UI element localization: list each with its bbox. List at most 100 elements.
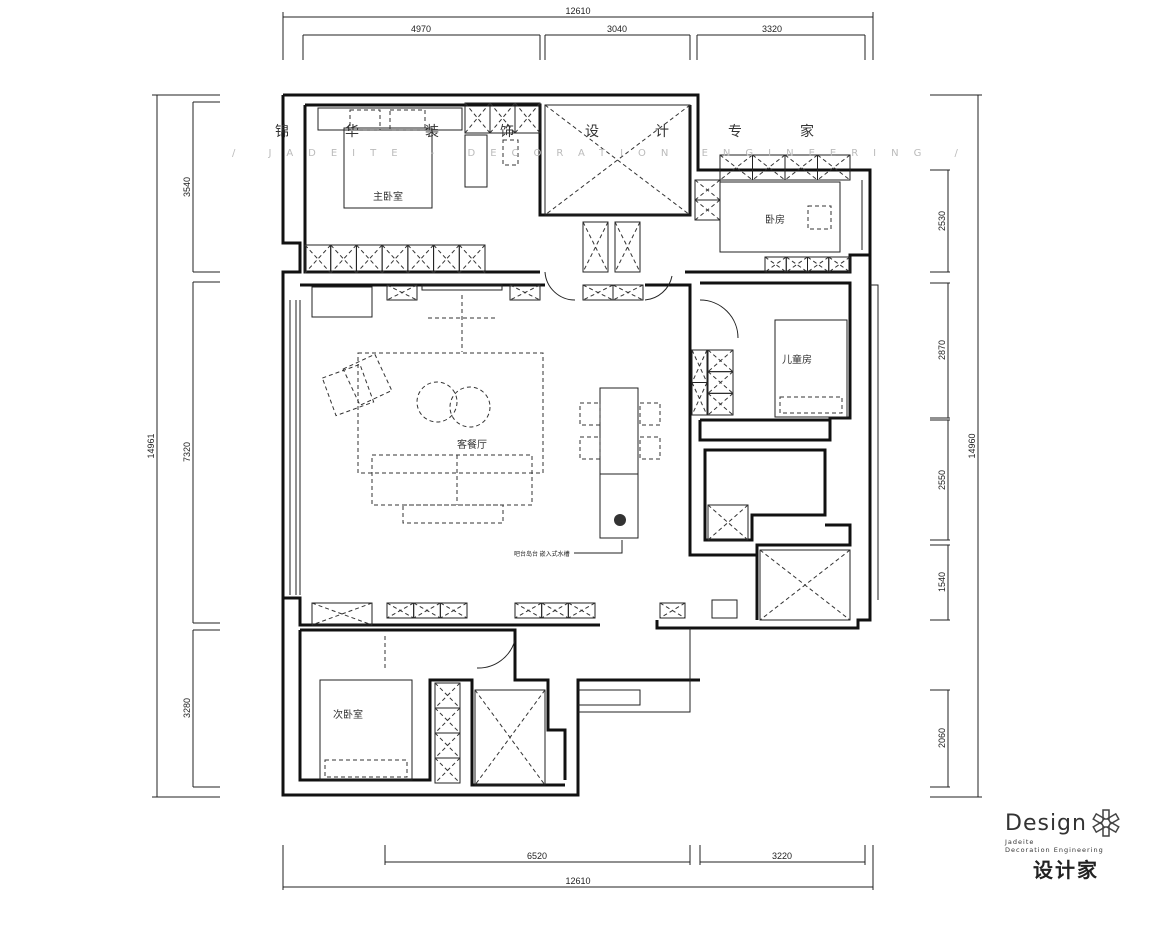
- cabinet-cross: [474, 689, 546, 786]
- cabinet-box: [707, 504, 749, 541]
- dim-right-total: 14960: [967, 433, 977, 458]
- dim-left-2: 7320: [182, 442, 192, 462]
- cabinet-box: [691, 382, 708, 416]
- dim-right-4: 1540: [937, 572, 947, 592]
- cabinet-box: [330, 244, 357, 274]
- cabinet-cross: [707, 504, 749, 541]
- cabinet-box: [759, 549, 851, 621]
- cabinet-cross: [544, 104, 691, 216]
- walls: [281, 93, 879, 797]
- cabinet-cross: [330, 244, 357, 274]
- master-bed: [343, 127, 433, 209]
- dim-bottom-1: 6520: [527, 851, 547, 861]
- cabinet-box: [439, 602, 468, 619]
- room-bedroom: 卧房: [765, 213, 785, 226]
- cabinet-cross: [509, 284, 541, 301]
- cabinet-box: [544, 104, 691, 216]
- cabinet-cross: [691, 349, 708, 383]
- logo-chinese: 设计家: [1033, 858, 1099, 882]
- cabinet-cross: [785, 256, 808, 273]
- dim-left-total: 14961: [146, 433, 156, 458]
- watermark-english: / JADEITE - DECORATION ENGINEERING /: [232, 148, 973, 159]
- cabinet-box: [828, 256, 851, 273]
- logo-word: Design: [1005, 810, 1087, 836]
- cabinet-cross: [759, 549, 851, 621]
- dim-right-1: 2530: [937, 211, 947, 231]
- watermark-char: 家: [800, 123, 814, 140]
- cabinet-cross: [458, 244, 486, 274]
- cabinet-cross: [514, 602, 542, 619]
- cabinet-box: [355, 244, 383, 274]
- cabinet-cross: [407, 244, 434, 274]
- dim-top-2: 3040: [607, 24, 627, 34]
- cabinet-cross: [694, 199, 721, 221]
- watermark-char: 计: [655, 124, 669, 140]
- dim-left-1: 3540: [182, 177, 192, 197]
- cabinet-box: [464, 102, 491, 134]
- dim-right-5: 2060: [937, 728, 947, 748]
- logo: Design Jadeite Decoration Engineering 设计…: [1005, 808, 1130, 883]
- logo-line2: Decoration Engineering: [1005, 846, 1104, 854]
- watermark-char: 华: [345, 124, 359, 140]
- cabinet-box: [458, 244, 486, 274]
- cabinet-cross: [464, 102, 491, 134]
- cabinet-box: [407, 244, 435, 274]
- furniture: [311, 107, 848, 781]
- cabinet-cross: [440, 602, 468, 619]
- cabinet-cross: [659, 602, 686, 619]
- cabinet-cross: [434, 732, 461, 759]
- dim-right-2: 2870: [937, 340, 947, 360]
- dim-left-3: 3280: [182, 698, 192, 718]
- cabinet-cross: [356, 244, 383, 274]
- cabinet-cross: [764, 256, 787, 273]
- dim-top-1: 4970: [411, 24, 431, 34]
- logo-line1: Jadeite: [1005, 838, 1035, 846]
- dim-bottom-total: 12610: [565, 876, 590, 886]
- cabinet-box: [311, 602, 373, 626]
- cabinet-cross: [582, 221, 609, 273]
- dim-top-3: 3320: [762, 24, 782, 34]
- rug: [357, 352, 544, 474]
- room-second-bedroom: 次卧室: [333, 708, 363, 721]
- watermark-char: 饰: [500, 124, 514, 140]
- watermark-char: 装: [425, 124, 439, 140]
- cabinet-cross: [434, 682, 461, 709]
- cabinet-cross: [614, 221, 641, 273]
- cabinet-cross: [311, 602, 373, 626]
- cabinet-cross: [386, 284, 418, 301]
- island-annotation: 吧台岛台 嵌入式水槽: [514, 550, 570, 558]
- watermark-char: 锦: [275, 123, 289, 140]
- cabinet-cross: [434, 757, 461, 784]
- cabinet-box: [434, 757, 461, 784]
- cabinet-cross: [434, 707, 461, 734]
- cabinet-box: [567, 602, 596, 619]
- cabinet-cross: [807, 256, 830, 273]
- cabinet-box: [514, 102, 541, 134]
- cabinet-cross: [694, 179, 721, 201]
- dim-top-total: 12610: [565, 6, 590, 16]
- cabinet-box: [612, 284, 644, 301]
- cabinet-cross: [691, 382, 708, 416]
- dimension-lines: [152, 12, 982, 890]
- cabinet-cross: [541, 602, 569, 619]
- sofa: [371, 454, 533, 506]
- cabinet-box: [386, 284, 418, 301]
- cabinet-cross: [433, 244, 460, 274]
- second-bed: [319, 679, 413, 781]
- snowflake-logo-icon: [1092, 809, 1120, 837]
- watermark-char: 专: [728, 124, 742, 140]
- cabinet-cross: [828, 256, 851, 273]
- cabinet-box: [659, 602, 686, 619]
- cabinet-cross: [707, 349, 734, 373]
- cabinet-cross: [514, 102, 541, 134]
- cabinet-cross: [707, 371, 734, 394]
- cabinet-cross: [304, 244, 332, 274]
- cabinets: [304, 102, 851, 786]
- room-master-bedroom: 主卧室: [373, 190, 403, 203]
- cabinet-cross: [381, 244, 409, 274]
- cabinet-box: [433, 244, 460, 274]
- watermark: 锦 华 装 饰 设 计 专 家 / JADEITE - DECORATION E…: [232, 123, 973, 159]
- cabinet-cross: [582, 284, 614, 301]
- room-kids: 儿童房: [782, 353, 812, 366]
